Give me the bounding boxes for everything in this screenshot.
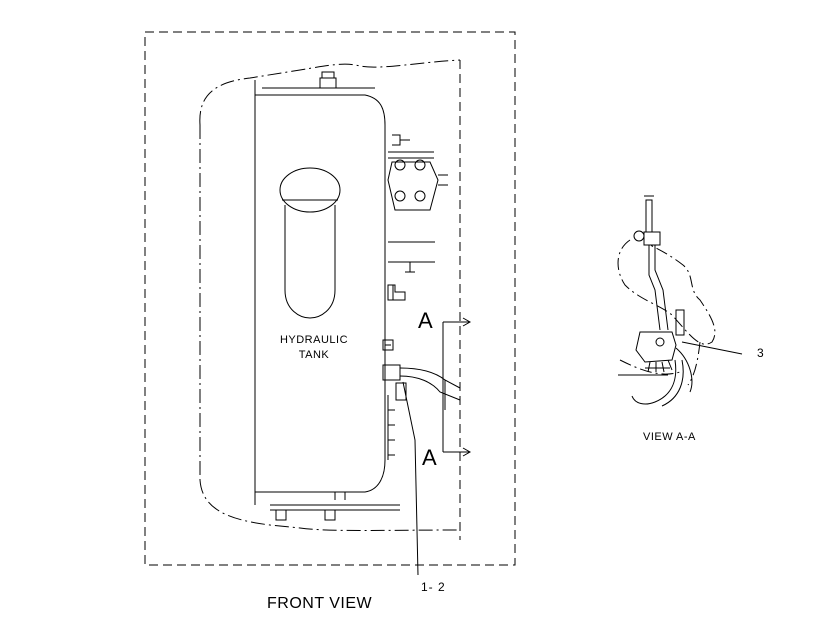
tank-label-line1: HYDRAULIC	[279, 334, 349, 346]
mount-bolt-right	[325, 510, 335, 520]
pump-port-3-icon	[395, 191, 405, 201]
view-aa-hose-2	[662, 360, 683, 406]
valve-fitting-a	[383, 340, 393, 350]
bracket-tick	[405, 262, 415, 272]
view-aa-rod	[649, 245, 660, 330]
hood-outline-top	[200, 60, 460, 125]
pump-port-1-icon	[395, 160, 405, 170]
pump-port-4-icon	[415, 191, 425, 201]
hood-outline-bottom	[200, 480, 460, 531]
section-label-top: A	[418, 308, 433, 333]
front-view-caption: FRONT VIEW	[267, 595, 373, 612]
filter-cap-icon	[280, 168, 340, 212]
view-aa-cable	[676, 348, 692, 392]
bracket-segments	[388, 395, 395, 460]
view-aa-fittings	[645, 360, 672, 372]
view-aa-mount-bracket	[644, 232, 660, 245]
view-aa-rod-2	[655, 245, 668, 330]
view-aa-valve-body	[636, 332, 676, 362]
valve-fitting-b	[383, 365, 400, 380]
tank-bottom-rail	[270, 505, 400, 510]
valve-fitting-c	[396, 383, 406, 400]
pump-block	[388, 162, 438, 210]
callout-leader-front	[403, 382, 418, 575]
view-aa-caption: VIEW A-A	[643, 431, 696, 443]
tank-bottom-flange	[335, 492, 345, 500]
view-aa-valve-port-icon	[656, 338, 664, 346]
pump-port-2-icon	[415, 160, 425, 170]
section-label-bottom: A	[422, 445, 437, 470]
callout-front-label: 1- 2	[421, 580, 446, 594]
filter-element	[285, 205, 335, 318]
view-aa-body-outline-2	[620, 342, 700, 385]
callout-leader-view	[682, 342, 742, 354]
view-aa-cylinder	[644, 196, 654, 232]
view-aa-hose	[632, 360, 676, 404]
hose-upper	[400, 368, 460, 388]
section-arrow-bottom	[443, 448, 470, 456]
mount-bolt-left	[276, 510, 286, 520]
hydraulic-tank-body	[255, 95, 385, 492]
view-aa-pivot-icon	[634, 231, 644, 241]
view-aa-sensor	[676, 310, 684, 335]
view-aa-body-outline	[618, 240, 715, 344]
pump-mount-lines	[388, 135, 434, 158]
filler-cap-icon	[320, 72, 336, 88]
hose-lower	[400, 376, 460, 400]
section-arrow-top	[443, 318, 470, 326]
callout-view-label: 3	[757, 346, 765, 360]
front-view-frame	[145, 32, 515, 565]
tank-label-line2: TANK	[298, 349, 330, 361]
pump-side-detail	[438, 175, 448, 185]
valve-fitting-upper	[388, 285, 405, 300]
